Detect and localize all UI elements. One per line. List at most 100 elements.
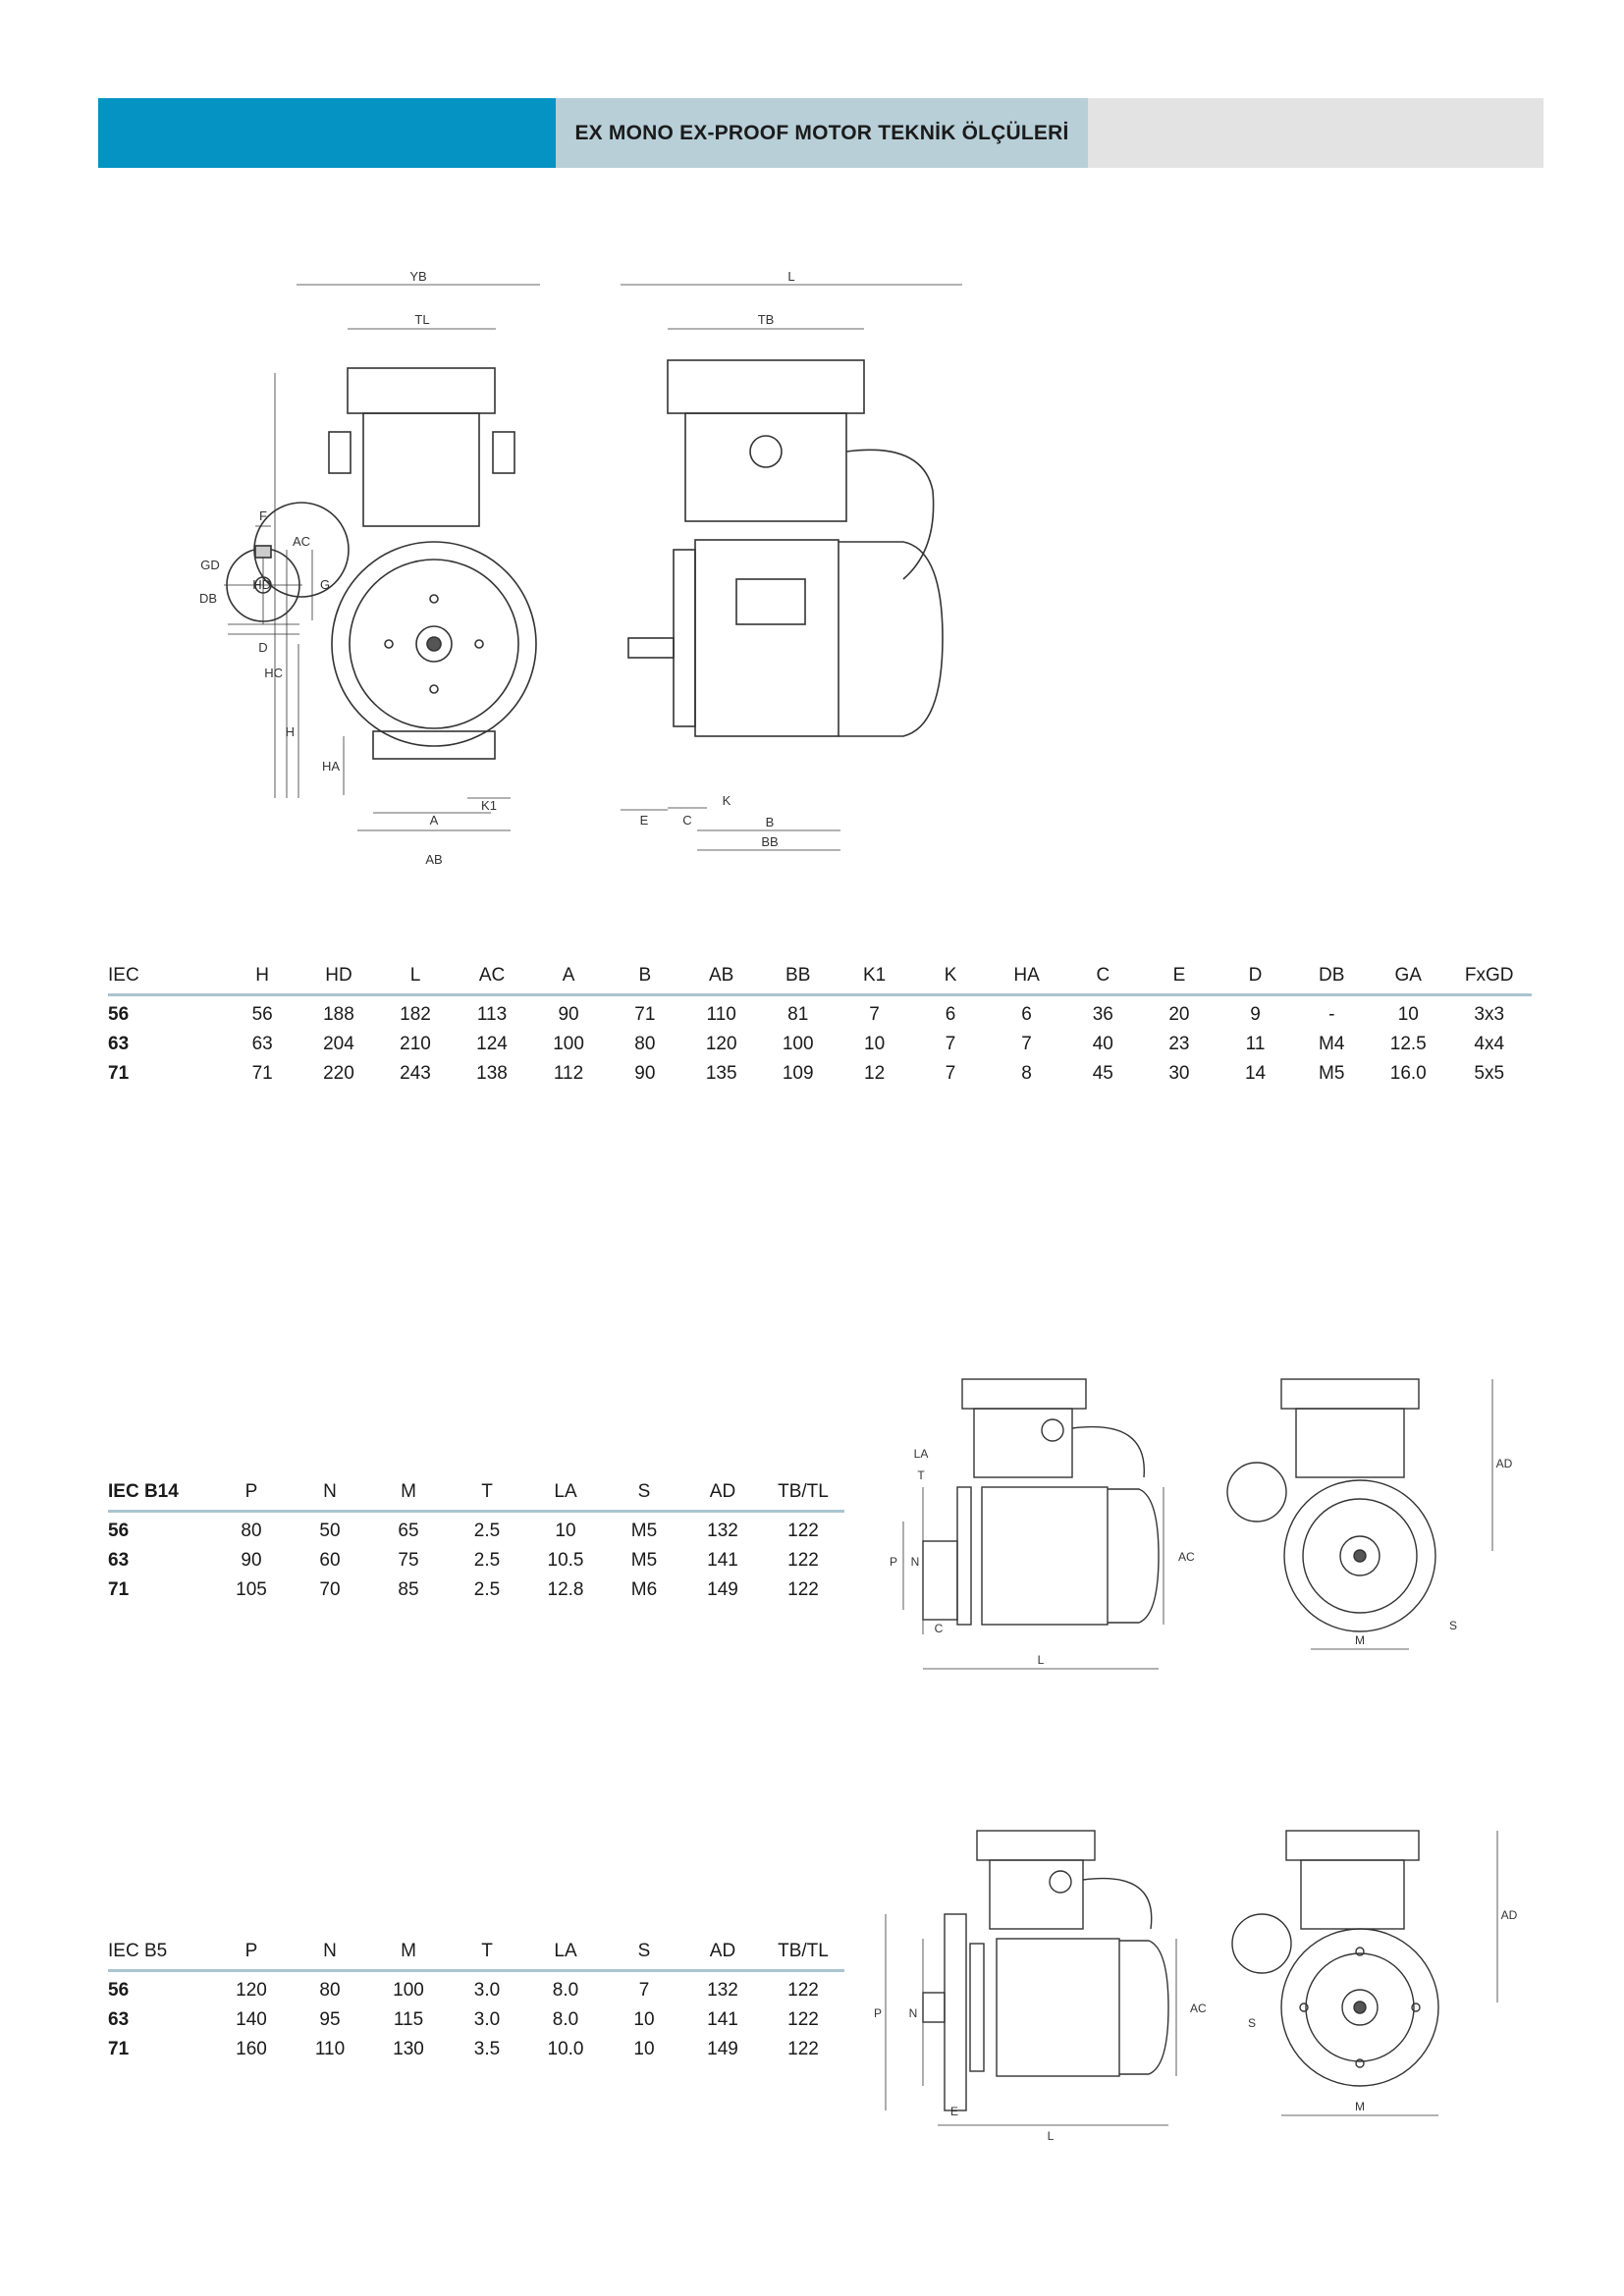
column-header: N: [291, 1934, 369, 1972]
column-header: AD: [683, 1934, 762, 1972]
b14-side-view: [902, 1378, 1164, 1670]
table-cell: 110: [314, 2039, 346, 2059]
table-cell: 16.0: [1389, 1063, 1427, 1084]
dim-label: P: [890, 1555, 897, 1569]
table-cell: M4: [1319, 1034, 1345, 1054]
column-header: DB: [1293, 958, 1371, 996]
b5-side-view: [885, 1830, 1177, 2126]
dim-label: N: [909, 2006, 918, 2020]
column-header: P: [212, 1474, 291, 1513]
table-cell: 81: [787, 1004, 809, 1025]
column-header: T: [448, 1934, 526, 1972]
column-header: T: [448, 1474, 526, 1513]
dim-label: AC: [1190, 2002, 1207, 2015]
table-cell: 3.0: [473, 2009, 501, 2030]
table-row: 71 160 110 130 3.5 10.0 10 149 122: [108, 2035, 844, 2064]
table-cell: 141: [707, 1550, 738, 1571]
b5-front-view: [1231, 1830, 1498, 2116]
table-cell: 140: [236, 2009, 267, 2030]
table-row: 63 140 95 115 3.0 8.0 10 141 122: [108, 2005, 844, 2035]
table-cell: 63: [251, 1034, 273, 1054]
table-cell: 80: [241, 1521, 262, 1541]
table-cell: 80: [634, 1034, 656, 1054]
table-cell: 75: [398, 1550, 419, 1571]
dim-label: C: [935, 1622, 944, 1635]
column-header: AB: [682, 958, 760, 996]
dim-label: K: [723, 793, 731, 808]
table-cell: 10.0: [547, 2039, 584, 2059]
table-cell: 138: [476, 1063, 508, 1084]
table-cell: M5: [630, 1521, 658, 1541]
table-cell: 7: [638, 1980, 650, 2001]
dim-label: L: [1038, 1653, 1045, 1667]
dim-label: G: [320, 577, 330, 592]
dim-label: S: [1449, 1619, 1457, 1632]
table-cell: 20: [1168, 1004, 1190, 1025]
dim-label: P: [874, 2006, 882, 2020]
column-header: A: [530, 958, 608, 996]
column-header: P: [212, 1934, 291, 1972]
table-cell: 122: [787, 1980, 819, 2001]
table-header-row: IEC B14 P N M T LA S AD TB/TL: [108, 1474, 844, 1513]
table-cell: 10: [555, 1521, 576, 1541]
page-title: EX MONO EX-PROOF MOTOR TEKNİK ÖLÇÜLERİ: [556, 98, 1088, 168]
column-header: AC: [454, 958, 531, 996]
column-header: C: [1064, 958, 1142, 996]
table-cell: 95: [319, 2009, 341, 2030]
table-cell: 30: [1168, 1063, 1190, 1084]
table-cell: 3.0: [473, 1980, 501, 2001]
dim-label: D: [258, 640, 267, 655]
dim-label: E: [950, 2105, 958, 2118]
dim-label: HA: [322, 759, 340, 774]
dim-label: B: [766, 815, 775, 829]
table-cell: M6: [630, 1579, 658, 1600]
table-cell: 9: [1250, 1004, 1261, 1025]
motor-side-view: [621, 284, 962, 851]
table-cell: 10.5: [547, 1550, 584, 1571]
table-cell: 7: [945, 1063, 956, 1084]
column-header: HD: [299, 958, 377, 996]
table-header-row: IEC H HD L AC A B AB BB K1 K HA C E D DB…: [108, 958, 1532, 996]
column-header: IEC: [108, 958, 225, 996]
dim-label: AD: [1496, 1457, 1513, 1470]
dim-label: L: [1048, 2129, 1055, 2143]
dim-label: HC: [264, 666, 283, 680]
table-cell: 70: [319, 1579, 341, 1600]
table-cell: 120: [236, 1980, 267, 2001]
table-cell: 65: [398, 1521, 419, 1541]
table-cell: 7: [869, 1004, 880, 1025]
table-cell: 56: [251, 1004, 273, 1025]
table-cell: 10: [633, 2009, 655, 2030]
header-filler-bar: [1088, 98, 1543, 168]
table-cell: 90: [634, 1063, 656, 1084]
table-cell: 110: [706, 1004, 736, 1025]
table-cell: 5x5: [1474, 1063, 1505, 1084]
table-cell: 71: [634, 1004, 656, 1025]
table-cell: 12.5: [1389, 1034, 1427, 1054]
table-cell: 243: [400, 1063, 431, 1084]
table-cell: 149: [707, 2039, 738, 2059]
table-cell: 122: [787, 1550, 819, 1571]
table-cell: 8: [1021, 1063, 1032, 1084]
motor-dimension-drawing: YB TL L TB HD HC H HA A K1 AB E C K B BB…: [177, 255, 1414, 903]
column-header: TB/TL: [762, 1934, 844, 1972]
table-cell: 10: [1397, 1004, 1419, 1025]
table-cell: 124: [476, 1034, 508, 1054]
table-cell: 115: [393, 2009, 424, 2030]
table-cell: -: [1328, 1004, 1335, 1025]
table-row: 71 71 220 243 138 112 90 135 109 12 7 8 …: [108, 1059, 1532, 1089]
column-header: H: [224, 958, 300, 996]
table-cell: 100: [782, 1034, 814, 1054]
dim-label: L: [787, 269, 794, 284]
table-cell: 10: [864, 1034, 886, 1054]
table-cell: 71: [108, 1579, 130, 1600]
table-cell: 8.0: [552, 2009, 579, 2030]
table-row: 71 105 70 85 2.5 12.8 M6 149 122: [108, 1575, 844, 1605]
column-header: E: [1141, 958, 1218, 996]
dim-label: A: [430, 813, 439, 828]
table-cell: 11: [1245, 1034, 1266, 1054]
dim-label: TL: [414, 312, 429, 327]
table-cell: 112: [553, 1063, 584, 1084]
table-cell: 40: [1092, 1034, 1113, 1054]
column-header: IEC B14: [108, 1474, 212, 1513]
